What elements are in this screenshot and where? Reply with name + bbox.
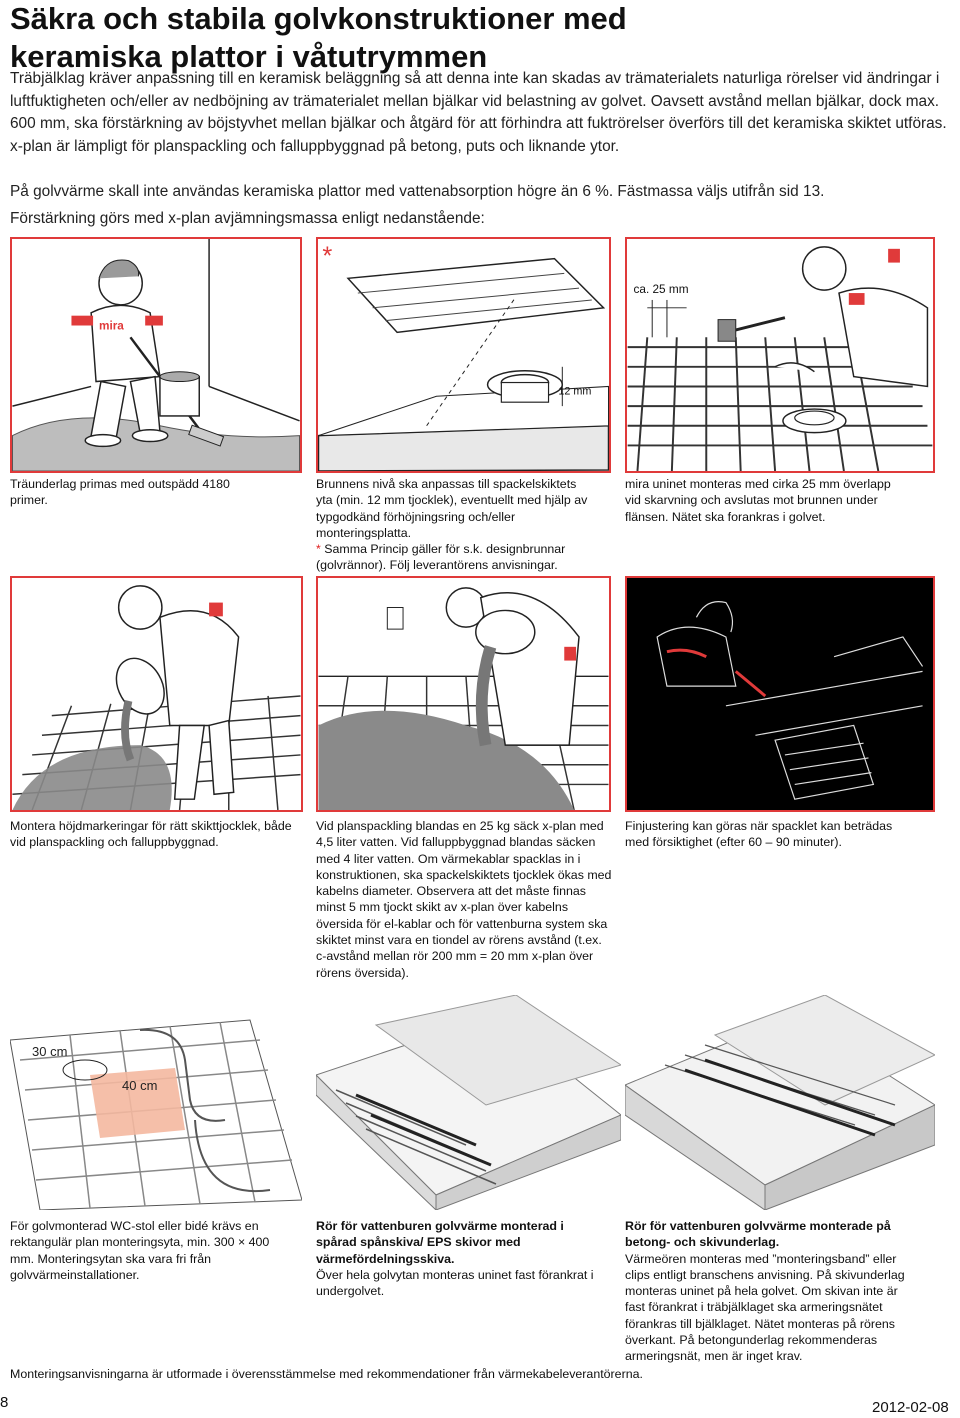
caption-uninet: mira uninet monteras med cirka 25 mm öve… [625, 477, 891, 524]
illustration-concrete [623, 994, 937, 1211]
shirt-logo-text: mira [99, 319, 124, 332]
caption-primer: Träunderlag primas med outspädd 4180 pri… [10, 477, 230, 508]
intro-paragraph-1: Träbjälklag kräver anpassning till en ke… [10, 70, 947, 155]
intro-paragraph-2: På golvvärme skall inte användas keramis… [10, 183, 825, 200]
page-title: Säkra och stabila golvkonstruktioner med… [10, 0, 950, 76]
wc-heating-layout-illustration: 30 cm 40 cm [9, 1019, 303, 1211]
caption-drain-main: Brunnens nivå ska anpassas till spackels… [316, 477, 588, 540]
title-line-1: Säkra och stabila golvkonstruktioner med [10, 1, 627, 36]
dimension-label-25mm: ca. 25 mm [634, 283, 689, 296]
footer-note: Monteringsanvisningarna är utformade i ö… [10, 1367, 643, 1381]
pouring-spackle-illustration [318, 587, 609, 810]
page-number: 8 [0, 1394, 9, 1411]
pouring-markers-illustration [12, 585, 301, 810]
caption-height-markers: Montera höjdmarkeringar för rätt skikttj… [10, 819, 292, 850]
worker-priming-illustration: mira [12, 239, 300, 471]
caption-eps-boards-body: Över hela golvytan monteras uninet fast … [316, 1267, 594, 1299]
eps-board-heating-illustration [315, 994, 623, 1212]
illustration-pouring [316, 576, 611, 812]
caption-drain: Brunnens nivå ska anpassas till spackels… [316, 476, 596, 574]
caption-fine-adjust: Finjustering kan göras när spacklet kan … [625, 819, 893, 850]
caption-eps-boards-heading: Rör för vattenburen golvvärme monterad i… [316, 1219, 564, 1266]
dimension-label-30cm: 30 cm [32, 1044, 67, 1059]
illustration-wc-area: 30 cm 40 cm [9, 1000, 303, 1211]
mesh-installation-illustration: ca. 25 mm [627, 246, 933, 471]
document-date: 2012-02-08 [872, 1399, 949, 1416]
caption-wc-area: För golvmonterad WC-stol eller bidé kräv… [10, 1219, 270, 1282]
dimension-label-12mm: 12 mm [558, 385, 591, 397]
title-line-2: keramiska plattor i våtutrymmen [10, 39, 488, 74]
caption-eps-boards: Rör för vattenburen golvvärme monterad i… [316, 1218, 601, 1299]
fine-adjust-illustration [627, 578, 933, 810]
caption-concrete-body: Värmeören monteras med ”monteringsband” … [625, 1251, 905, 1364]
intro-paragraph-3: Förstärkning görs med x-plan avjämningsm… [10, 210, 485, 227]
caption-drain-star-text: Samma Princip gäller för s.k. designbrun… [316, 542, 566, 573]
illustration-uninet: ca. 25 mm [625, 237, 935, 473]
caption-concrete: Rör för vattenburen golvvärme monterade … [625, 1218, 915, 1365]
illustration-height-markers [10, 576, 303, 812]
asterisk-marker: * [322, 243, 332, 271]
illustration-primer: mira [10, 237, 302, 473]
caption-concrete-heading: Rör för vattenburen golvvärme monterade … [625, 1219, 891, 1250]
floor-drain-section-illustration: * 12 mm [318, 243, 609, 471]
illustration-fine-adjust [625, 576, 935, 812]
caption-drain-star: * [316, 542, 321, 557]
caption-pouring: Vid planspackling blandas en 25 kg säck … [316, 819, 612, 980]
dimension-label-40cm: 40 cm [122, 1078, 157, 1093]
concrete-heating-illustration [623, 994, 937, 1211]
illustration-drain: * 12 mm [316, 237, 611, 473]
illustration-eps-boards [315, 994, 623, 1212]
